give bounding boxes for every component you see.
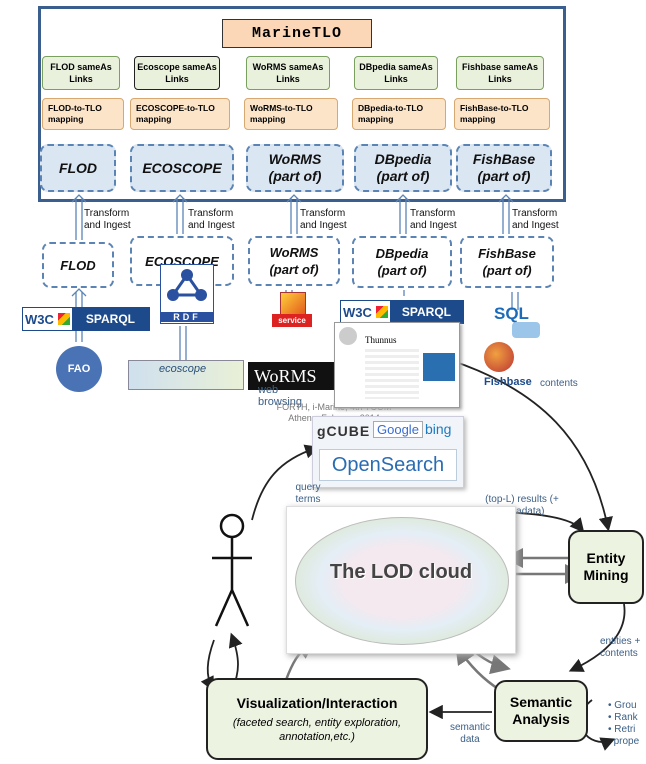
w3c-text: W3C xyxy=(25,311,54,327)
worms-mapping-box: WoRMS-to-TLO mapping xyxy=(244,98,338,130)
entity-mining-box: Entity Mining xyxy=(568,530,644,604)
ingest-arrows xyxy=(71,194,519,370)
visualization-box: Visualization/Interaction (faceted searc… xyxy=(206,678,428,760)
flod-sameas-box: FLOD sameAs Links xyxy=(42,56,120,90)
ext-worms: WoRMS (part of) xyxy=(248,236,340,286)
entities-contents-label: entities + contents xyxy=(600,636,641,659)
fao-logo: FAO xyxy=(56,346,102,392)
ecoscope-text: ecoscope xyxy=(159,363,207,375)
dbpedia-sameas-box: DBpedia sameAs Links xyxy=(354,56,438,90)
flod-mapping-box: FLOD-to-TLO mapping xyxy=(42,98,124,130)
tlo-flod: FLOD xyxy=(40,144,116,192)
sql-logo: SQL xyxy=(494,304,529,323)
entity-mining-label: Entity Mining xyxy=(583,550,629,583)
fishbase-mapping-box: FishBase-to-TLO mapping xyxy=(454,98,550,130)
google-logo: Google xyxy=(373,421,423,438)
gcube-logo: gCUBE xyxy=(317,423,371,439)
lod-cloud-title: The LOD cloud xyxy=(329,561,473,583)
lod-cloud-image: The LOD cloud xyxy=(286,506,516,654)
results-label: (top-L) results (+ metadata) xyxy=(485,494,559,517)
tlo-fishbase: FishBase (part of) xyxy=(456,144,552,192)
fishbase-sameas-box: Fishbase sameAs Links xyxy=(456,56,544,90)
tlo-worms: WoRMS (part of) xyxy=(246,144,344,192)
ecoscope-banner: ecoscope xyxy=(128,360,244,390)
contents-label: contents xyxy=(540,378,578,389)
ecoscope-mapping-box: ECOSCOPE-to-TLO mapping xyxy=(130,98,230,130)
web-service-icon: service xyxy=(272,292,312,328)
flod-sameas-label: FLOD sameAs Links xyxy=(50,62,112,84)
wiki-article-title: Thunnus xyxy=(365,335,397,345)
tlo-ecoscope: ECOSCOPE xyxy=(130,144,234,192)
fishbase-logo-text: Fishbase xyxy=(484,376,532,388)
wikipedia-globe-icon xyxy=(339,327,357,345)
analysis-bullets: • Grou • Rank • Retri prope xyxy=(608,700,640,747)
ecoscope-sameas-box: Ecoscope sameAs Links xyxy=(134,56,220,90)
ext-fishbase: FishBase (part of) xyxy=(460,236,554,288)
dbpedia-mapping-box: DBpedia-to-TLO mapping xyxy=(352,98,446,130)
lod-cloud-ellipse xyxy=(295,517,509,645)
rdf-text: RDF xyxy=(161,312,213,322)
bing-logo: bing xyxy=(425,421,452,437)
contents-arrow xyxy=(449,359,613,532)
query-terms-label: query terms xyxy=(295,482,321,505)
ecoscope-sameas-label: Ecoscope sameAs Links xyxy=(137,62,217,84)
rdf-logo: RDF xyxy=(160,264,214,324)
tlo-dbpedia: DBpedia (part of) xyxy=(354,144,452,192)
visualization-title: Visualization/Interaction xyxy=(236,694,398,711)
sparql-text: SPARQL xyxy=(71,308,149,330)
ext-dbpedia: DBpedia (part of) xyxy=(352,236,452,288)
query-arrow xyxy=(251,444,320,521)
semantic-analysis-box: Semantic Analysis xyxy=(494,680,588,742)
opensearch-logo: OpenSearch xyxy=(319,449,457,481)
search-engines-panel: gCUBE Google bing OpenSearch xyxy=(312,416,464,488)
w3c-sparql-logo-right: W3C SPARQL xyxy=(340,300,464,324)
w3c-cube-icon xyxy=(57,313,70,325)
worms-sameas-box: WoRMS sameAs Links xyxy=(246,56,330,90)
visualization-subtitle: (faceted search, entity exploration, ann… xyxy=(232,716,402,743)
database-icon xyxy=(512,322,540,338)
entities-arrow xyxy=(568,603,626,672)
semantic-data-label: semantic data xyxy=(449,722,490,745)
semantic-analysis-label: Semantic Analysis xyxy=(509,694,573,727)
fishbase-sameas-label: Fishbase sameAs Links xyxy=(461,62,539,84)
worms-sameas-label: WoRMS sameAs Links xyxy=(252,62,324,84)
wikipedia-screenshot: Thunnus xyxy=(334,322,460,408)
w3c-cube-icon xyxy=(375,306,388,318)
marine-tlo-box: MarineTLO xyxy=(222,19,372,48)
dbpedia-sameas-label: DBpedia sameAs Links xyxy=(359,62,433,84)
w3c-sparql-logo-left: W3C SPARQL xyxy=(22,307,150,331)
ext-flod: FLOD xyxy=(42,242,114,288)
rdf-graph-icon xyxy=(167,269,207,301)
user-figure-icon xyxy=(212,513,252,627)
web-browsing-label: web browsing xyxy=(258,384,303,408)
fishbase-fish-icon xyxy=(484,342,514,372)
